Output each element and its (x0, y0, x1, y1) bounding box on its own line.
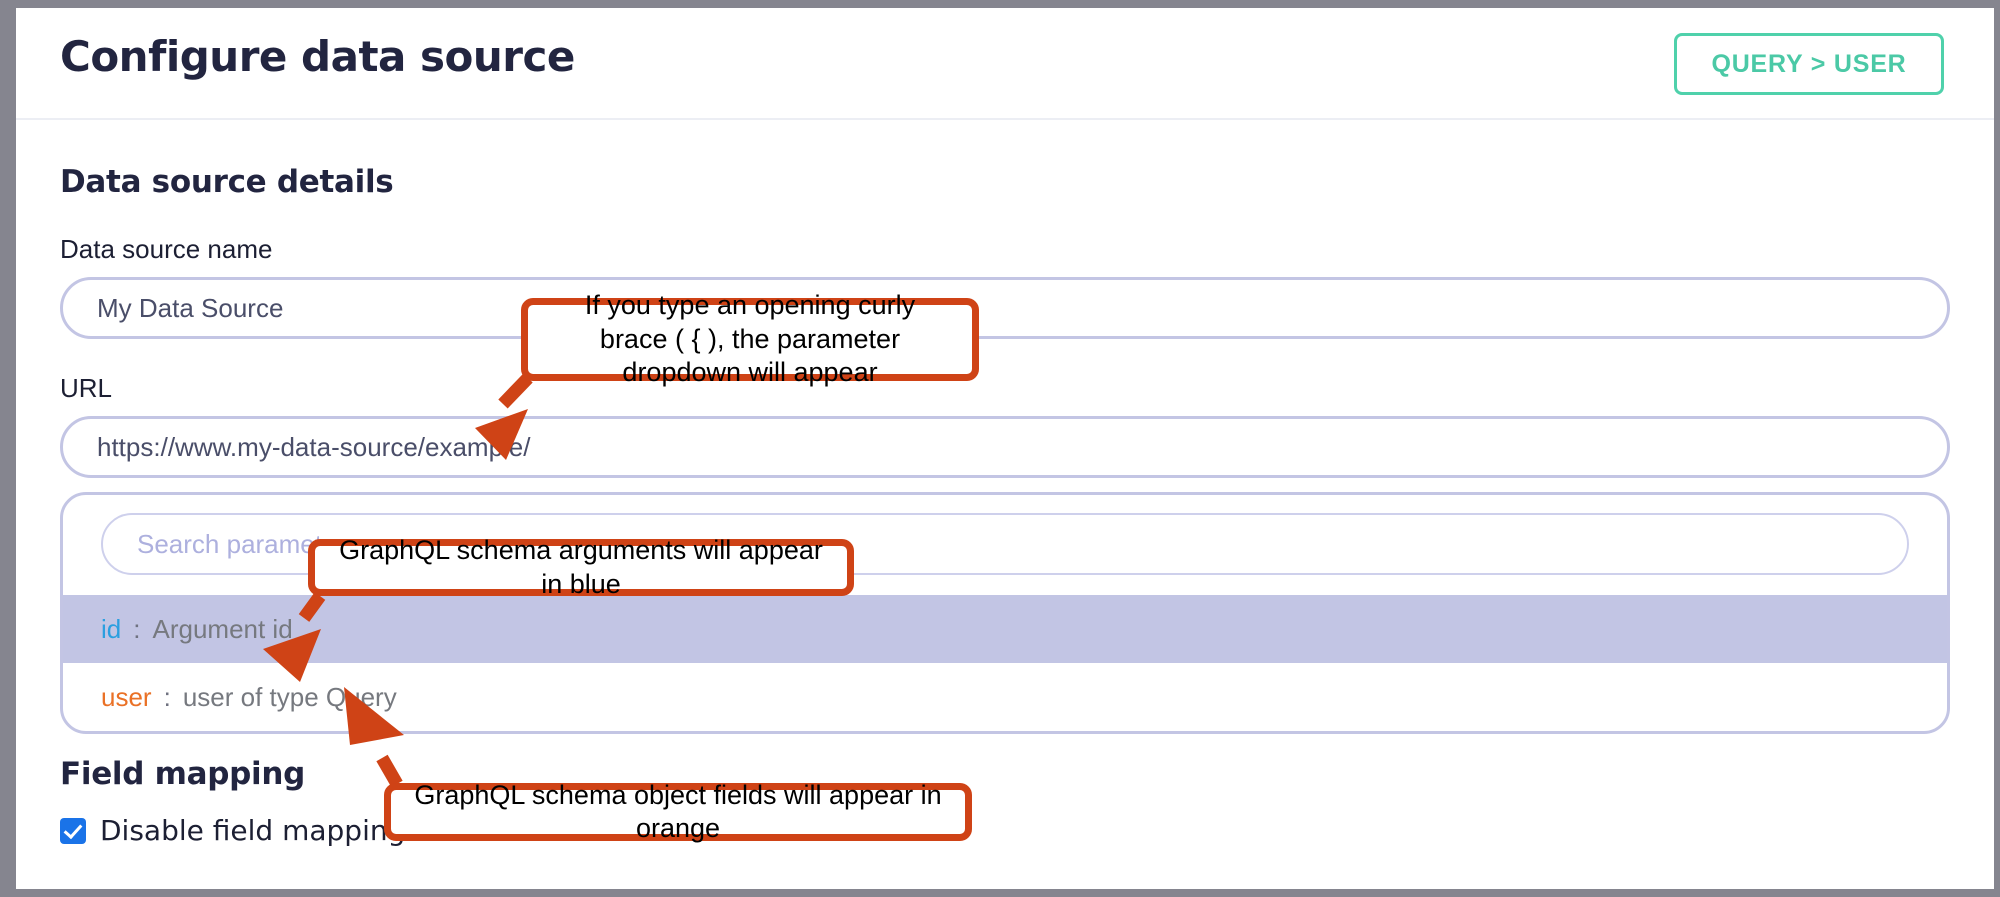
dropdown-option-id[interactable]: id : Argument id (63, 595, 1947, 663)
option-description: user of type Query (182, 681, 397, 712)
query-user-button[interactable]: QUERY > USER (1674, 33, 1944, 95)
disable-field-mapping-row[interactable]: Disable field mapping (60, 814, 1950, 847)
panel-body: Data source details Data source name My … (16, 164, 1994, 847)
url-label: URL (60, 373, 113, 403)
callout-text: GraphQL schema object fields will appear… (414, 779, 942, 843)
callout-arguments-blue: GraphQL schema arguments will appear in … (308, 535, 854, 599)
field-mapping-heading: Field mapping (60, 756, 306, 792)
callout-curly-brace: If you type an opening curly brace ( { )… (521, 290, 979, 387)
checkbox-checked-icon[interactable] (60, 817, 86, 844)
option-separator: : (133, 613, 141, 644)
data-source-name-input[interactable]: My Data Source (60, 277, 1950, 339)
option-separator: : (163, 681, 171, 712)
option-key: id (101, 613, 122, 644)
disable-field-mapping-label: Disable field mapping (100, 814, 406, 847)
callout-object-fields-orange: GraphQL schema object fields will appear… (384, 780, 972, 843)
callout-text: GraphQL schema arguments will appear in … (339, 535, 823, 599)
parameter-dropdown: Search parameter id : Argument id user :… (60, 492, 1950, 734)
configure-data-source-panel: Configure data source QUERY > USER Data … (16, 8, 1994, 889)
url-input[interactable]: https://www.my-data-source/example/ (60, 416, 1950, 478)
data-source-details-heading: Data source details (60, 164, 394, 200)
callout-text: If you type an opening curly brace ( { )… (584, 290, 916, 388)
option-key: user (101, 681, 152, 712)
dropdown-option-user[interactable]: user : user of type Query (63, 663, 1947, 731)
option-description: Argument id (152, 613, 293, 644)
panel-header: Configure data source QUERY > USER (16, 8, 1994, 120)
data-source-name-label: Data source name (60, 234, 273, 264)
page-title: Configure data source (60, 32, 575, 81)
